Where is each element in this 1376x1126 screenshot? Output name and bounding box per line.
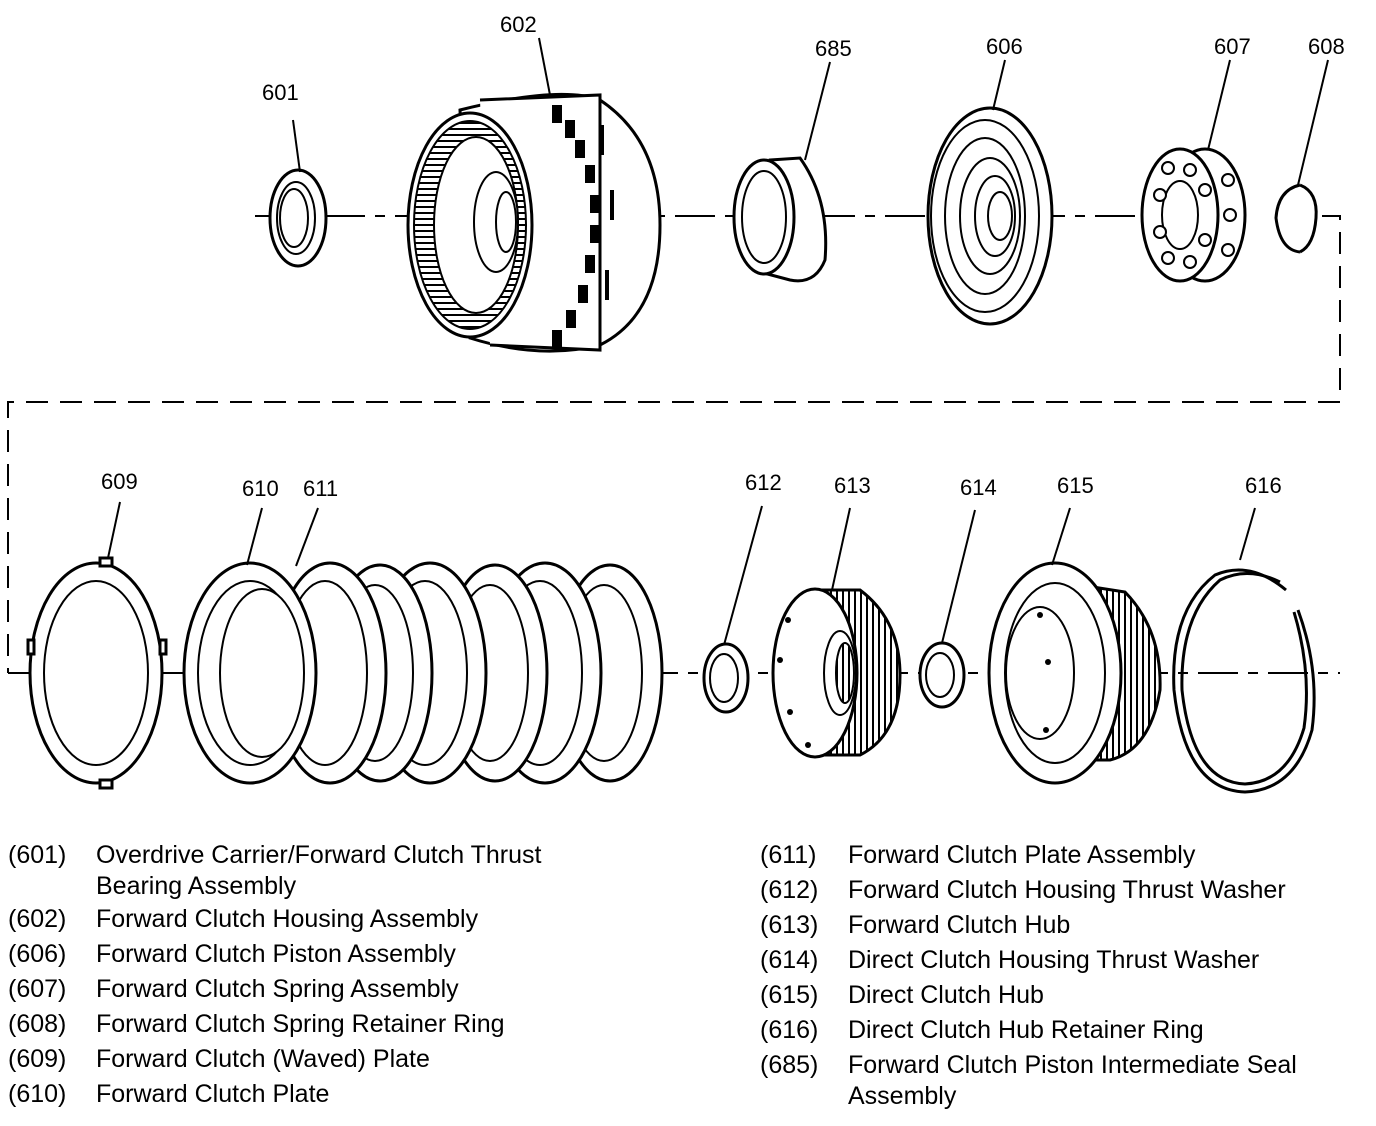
legend-code: (615) [760,981,819,1009]
legend-description: Direct Clutch Hub [848,981,1044,1009]
legend-description: Direct Clutch Housing Thrust Washer [848,946,1260,974]
callout-610: 610 [242,476,279,501]
part-614-thrust-washer [918,641,966,709]
callout-602: 602 [500,12,537,37]
legend-item: (615) Direct Clutch Hub [760,978,1370,1013]
part-607-spring-assembly [1140,147,1247,283]
part-615-direct-clutch-hub [987,561,1162,785]
part-613-clutch-hub [771,587,902,759]
legend-item: (601) Overdrive Carrier/Forward Clutch T… [8,838,728,902]
legend-code: (611) [760,841,817,869]
legend-description: Forward Clutch Piston Assembly [96,940,456,968]
callout-614: 614 [960,475,997,500]
part-608-retainer-ring [1274,183,1318,254]
legend-description: Forward Clutch Piston Intermediate Seal … [848,1051,1297,1110]
part-612-thrust-washer [702,642,750,714]
legend-item: (616) Direct Clutch Hub Retainer Ring [760,1013,1370,1048]
legend-item: (614) Direct Clutch Housing Thrust Washe… [760,943,1370,978]
legend-code: (614) [760,946,819,974]
callout-labels: 601 602 685 606 607 608 609 610 611 612 … [101,12,1345,501]
legend-item: (602) Forward Clutch Housing Assembly [8,902,728,937]
legend-right-column: (611) Forward Clutch Plate Assembly (612… [760,838,1370,1112]
legend-code: (607) [8,975,67,1003]
part-601-thrust-bearing [268,168,328,268]
legend-left-column: (601) Overdrive Carrier/Forward Clutch T… [8,838,728,1112]
legend-item: (611) Forward Clutch Plate Assembly [760,838,1370,873]
legend-code: (613) [760,911,819,939]
legend-item: (610) Forward Clutch Plate [8,1077,728,1112]
legend-item: (685) Forward Clutch Piston Intermediate… [760,1048,1370,1112]
callout-606: 606 [986,34,1023,59]
callout-607: 607 [1214,34,1251,59]
callout-611: 611 [303,476,338,501]
bottom-leader-lines [107,501,1256,646]
callout-613: 613 [834,473,871,498]
part-610-611-clutch-pack [182,561,664,785]
legend-description: Overdrive Carrier/Forward Clutch Thrust … [96,841,542,900]
legend-code: (612) [760,876,819,904]
legend-item: (612) Forward Clutch Housing Thrust Wash… [760,873,1370,908]
legend-description: Forward Clutch Housing Thrust Washer [848,876,1286,904]
legend-description: Forward Clutch Plate Assembly [848,841,1196,869]
callout-612: 612 [745,470,782,495]
callout-616: 616 [1245,473,1282,498]
part-606-clutch-piston [926,106,1054,326]
callout-685: 685 [815,36,852,61]
part-685-piston-seal [732,156,828,283]
legend-description: Forward Clutch Hub [848,911,1071,939]
legend-code: (602) [8,905,67,933]
legend-code: (609) [8,1045,67,1073]
legend-code: (606) [8,940,67,968]
top-leader-lines [292,37,1329,186]
part-616-retainer-ring [1172,568,1316,794]
legend-item: (608) Forward Clutch Spring Retainer Rin… [8,1007,728,1042]
legend-description: Forward Clutch (Waved) Plate [96,1045,430,1073]
assembly-connector-line [7,215,1341,673]
legend-code: (685) [760,1051,819,1079]
legend-description: Forward Clutch Housing Assembly [96,905,479,933]
legend-code: (608) [8,1010,67,1038]
callout-615: 615 [1057,473,1094,498]
part-602-clutch-housing [406,92,662,353]
callout-609: 609 [101,469,138,494]
legend-code: (616) [760,1016,819,1044]
legend-description: Forward Clutch Plate [96,1080,330,1108]
legend-code: (610) [8,1080,67,1108]
legend-item: (613) Forward Clutch Hub [760,908,1370,943]
legend-item: (609) Forward Clutch (Waved) Plate [8,1042,728,1077]
part-609-waved-plate [26,556,168,790]
legend-code: (601) [8,841,67,869]
callout-608: 608 [1308,34,1345,59]
legend-description: Forward Clutch Spring Assembly [96,975,459,1003]
legend-description: Direct Clutch Hub Retainer Ring [848,1016,1204,1044]
legend-item: (606) Forward Clutch Piston Assembly [8,937,728,972]
legend-description: Forward Clutch Spring Retainer Ring [96,1010,505,1038]
legend-item: (607) Forward Clutch Spring Assembly [8,972,728,1007]
callout-601: 601 [262,80,299,105]
exploded-parts-diagram: 601 602 685 606 607 608 609 610 611 612 … [7,12,1345,794]
